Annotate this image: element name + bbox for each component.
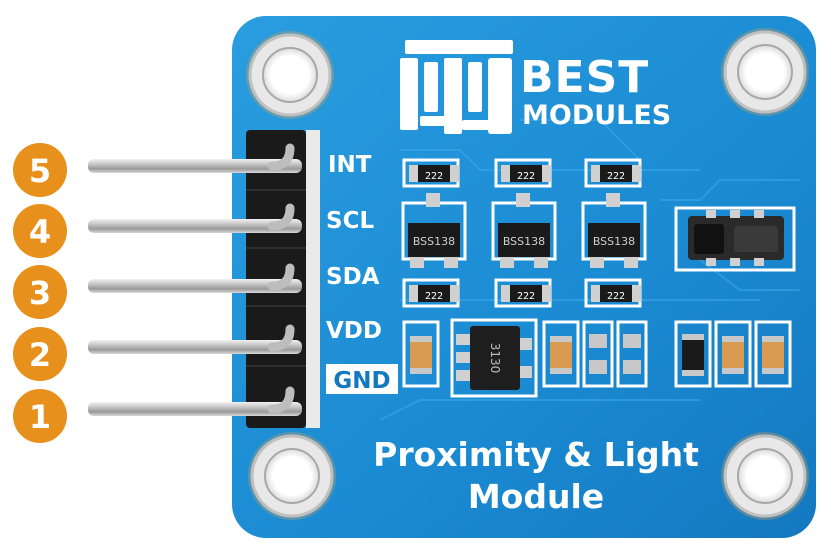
voltage-regulator-chip: 3130 — [450, 318, 538, 398]
regulator-code: 3130 — [488, 343, 502, 374]
header-pins — [88, 159, 302, 416]
mounting-hole-top-right — [721, 28, 809, 116]
proximity-sensor-chip — [674, 206, 796, 272]
pin-number-5: 5 — [29, 152, 51, 190]
transistor-row: BSS138 BSS138 BSS138 — [401, 193, 647, 268]
resistor-code-1: 222 — [425, 171, 443, 182]
resistor-code-2: 222 — [517, 171, 535, 182]
pin-3-lead — [88, 279, 302, 293]
pin-2-lead — [88, 340, 302, 354]
module-title-line2: Module — [468, 477, 604, 516]
transistor-code-1: BSS138 — [413, 235, 455, 248]
pin-badge-2: 2 — [13, 327, 67, 381]
pin-label-int: INT — [328, 152, 372, 178]
resistor-code-3: 222 — [607, 171, 625, 182]
pcb-board — [232, 16, 816, 538]
pin-badges: 5 4 3 2 1 — [13, 143, 67, 443]
mounting-hole-bottom-left — [248, 432, 336, 520]
brand-logo-icon — [400, 40, 513, 134]
gnd-label-box — [326, 364, 398, 394]
mounting-hole-top-left — [246, 31, 334, 119]
resistor-code-4: 222 — [425, 291, 443, 302]
transistor-code-3: BSS138 — [593, 235, 635, 248]
module-title-line1: Proximity & Light — [373, 435, 699, 474]
pin-1-lead — [88, 402, 302, 416]
pin-number-1: 1 — [29, 398, 51, 436]
brand-name-line2: MODULES — [522, 100, 671, 131]
capacitor-left — [402, 320, 440, 388]
resistor-row-top: 222 222 222 — [402, 158, 642, 188]
pin-number-4: 4 — [29, 213, 51, 251]
transistor-code-2: BSS138 — [503, 235, 545, 248]
pin-5-lead — [88, 159, 302, 173]
pin-label-sda: SDA — [326, 264, 380, 290]
pin-badge-3: 3 — [13, 265, 67, 319]
pcb-traces — [379, 119, 800, 421]
pin-number-2: 2 — [29, 336, 51, 374]
pin-number-3: 3 — [29, 274, 51, 312]
pin-badge-1: 1 — [13, 389, 67, 443]
pin-label-gnd: GND — [333, 368, 390, 394]
resistor-code-6: 222 — [607, 291, 625, 302]
pin-label-scl: SCL — [326, 208, 374, 234]
pin-badge-4: 4 — [13, 204, 67, 258]
mounting-hole-bottom-right — [721, 432, 809, 520]
capacitor-right-group — [674, 320, 792, 388]
brand-name-line1: BEST — [520, 52, 649, 103]
resistor-row-bottom: 222 222 222 — [402, 278, 642, 308]
resistor-code-5: 222 — [517, 291, 535, 302]
pin-label-vdd: VDD — [326, 318, 382, 344]
pin-4-lead — [88, 219, 302, 233]
pin-badge-5: 5 — [13, 143, 67, 197]
capacitor-middle-group — [542, 320, 648, 388]
